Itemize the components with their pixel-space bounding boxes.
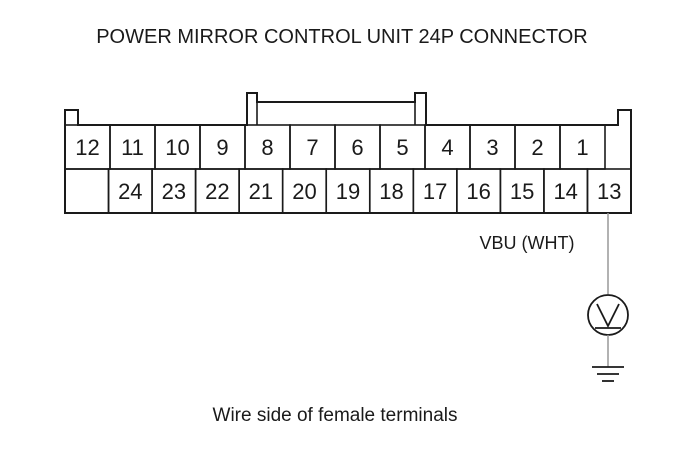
terminal-21-label: 21 [249, 179, 273, 204]
terminal-18-label: 18 [379, 179, 403, 204]
terminal-11-label: 11 [121, 135, 144, 160]
terminal-12-label: 12 [75, 135, 99, 160]
bottom-terminal-row: 24 23 22 21 20 19 18 17 16 15 14 13 [64, 168, 632, 214]
terminal-7-label: 7 [306, 135, 318, 160]
terminal-23-label: 23 [162, 179, 186, 204]
diagram-caption: Wire side of female terminals [213, 405, 458, 426]
bottom-terminal-cell [64, 168, 110, 214]
terminal-20-label: 20 [292, 179, 316, 204]
terminal-13-label: 13 [597, 179, 621, 204]
top-terminal-row: 12 11 10 9 8 7 6 5 4 3 2 1 [64, 124, 606, 170]
diagram-title: POWER MIRROR CONTROL UNIT 24P CONNECTOR [96, 26, 588, 48]
terminal-3-label: 3 [486, 135, 498, 160]
terminal-16-label: 16 [466, 179, 490, 204]
bottom-terminal-cell [586, 168, 632, 214]
terminal-9-label: 9 [216, 135, 228, 160]
terminal-19-label: 19 [336, 179, 360, 204]
ground-icon [592, 366, 624, 382]
terminal-14-label: 14 [553, 179, 577, 204]
voltmeter-icon [587, 294, 629, 336]
terminal-17-label: 17 [423, 179, 447, 204]
terminal-22-label: 22 [205, 179, 229, 204]
terminal-5-label: 5 [396, 135, 408, 160]
terminal-2-label: 2 [531, 135, 543, 160]
terminal-4-label: 4 [441, 135, 453, 160]
terminal-15-label: 15 [510, 179, 534, 204]
terminal-8-label: 8 [261, 135, 273, 160]
wire-label: VBU (WHT) [480, 233, 575, 253]
terminal-6-label: 6 [351, 135, 363, 160]
terminal-1-label: 1 [576, 135, 588, 160]
terminal-24-label: 24 [118, 179, 142, 204]
terminal-10-label: 10 [165, 135, 189, 160]
